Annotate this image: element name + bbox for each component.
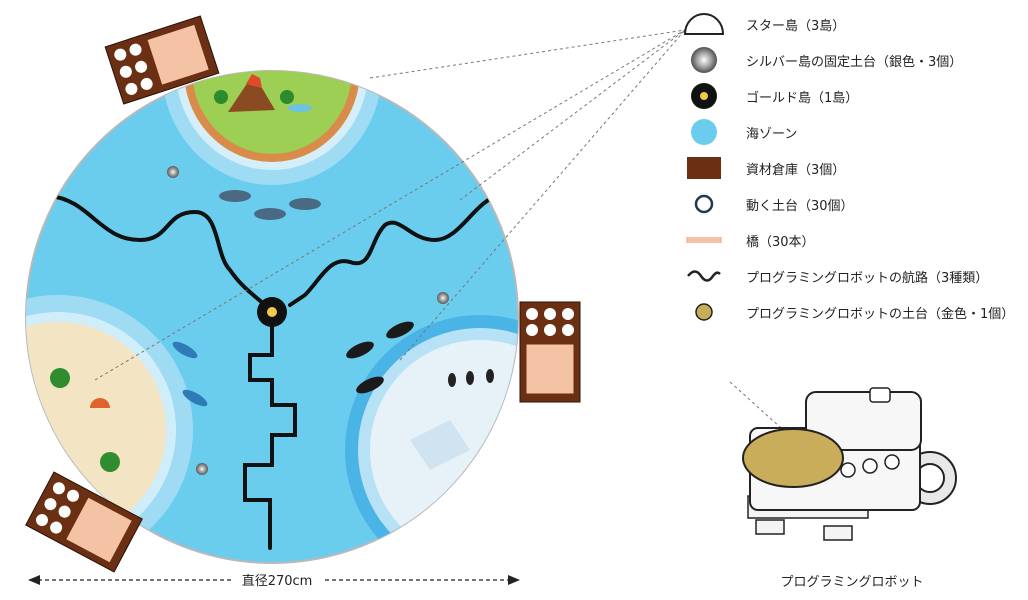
legend-item-material-warehouse: 資材倉庫（3個） [678,150,1028,186]
silver-island-base [167,166,179,178]
silver-island-base [437,292,449,304]
material-warehouse-icon [678,150,730,186]
robot-gold-base [742,428,844,488]
legend-item-sea-zone: 海ゾーン [678,114,1028,150]
material-warehouse-bottom-left [25,471,143,573]
star-island-top [162,71,382,185]
star-island-beach [26,295,193,563]
legend-label: プログラミングロボットの土台（金色・1個） [746,306,1015,322]
robot-caption: プログラミングロボット [780,575,924,590]
legend: スター島（3島） シルバー島の固定土台（銀色・3個） ゴールド島（1島） 海ゾー… [678,6,1028,330]
legend-label: スター島（3島） [746,18,846,34]
legend-item-bridge: 橋（30本） [678,222,1028,258]
star-island-icon [678,6,730,42]
gold-island [257,297,287,327]
diameter-arrow [28,575,520,585]
whales [219,190,321,220]
bridge-icon [678,222,730,258]
material-warehouse-right [519,301,581,403]
legend-label: 動く土台（30個） [746,198,854,214]
legend-item-silver-island-base: シルバー島の固定土台（銀色・3個） [678,42,1028,78]
legend-label: 海ゾーン [746,126,798,142]
legend-item-moving-base: 動く土台（30個） [678,186,1028,222]
silver-island-base [196,463,208,475]
robot-base-icon [678,294,730,330]
orcas [346,321,414,394]
legend-item-robot-route: プログラミングロボットの航路（3種類） [678,258,1028,294]
diameter-label: 直径270cm [232,570,322,589]
sea-zone-icon [678,114,730,150]
legend-item-gold-island: ゴールド島（1島） [678,78,1028,114]
gold-island-icon [678,78,730,114]
dolphins [172,341,208,407]
moving-base-icon [678,186,730,222]
legend-item-robot-base: プログラミングロボットの土台（金色・1個） [678,294,1028,330]
legend-label: プログラミングロボットの航路（3種類） [746,270,989,286]
silver-island-base-icon [678,42,730,78]
legend-label: ゴールド島（1島） [746,90,859,106]
beach-umbrella-icon [90,398,110,408]
legend-item-star-island: スター島（3島） [678,6,1028,42]
palm-tree-icon [280,90,294,104]
palm-tree-icon [214,90,228,104]
penguin-icon [448,373,456,387]
legend-label: シルバー島の固定土台（銀色・3個） [746,54,963,70]
material-warehouse-top [104,15,220,105]
palm-tree-icon [50,368,70,388]
penguin-icon [466,371,474,385]
legend-label: 資材倉庫（3個） [746,162,846,178]
robot-routes [48,193,502,550]
robot-route-icon [678,258,730,294]
legend-label: 橋（30本） [746,234,815,250]
penguin-icon [486,369,494,383]
palm-tree-icon [100,452,120,472]
programming-robot-drawing [742,387,957,541]
